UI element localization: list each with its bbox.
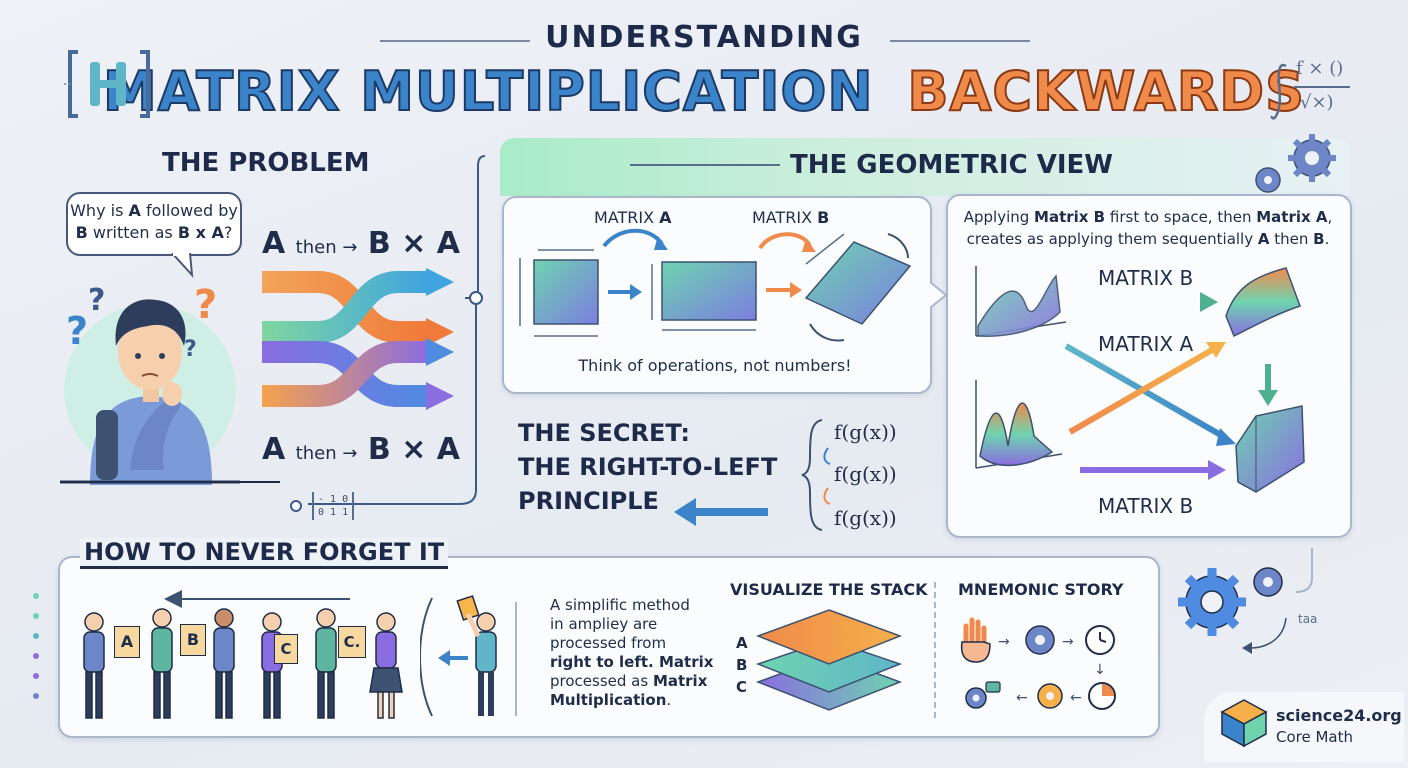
front-person-illustration — [420, 595, 517, 717]
queue-card-a: A — [114, 626, 140, 658]
page-title: MATRIX MULTIPLICATION BACKWARDS — [0, 59, 1408, 124]
geometric-right-panel — [946, 194, 1352, 538]
equation-bottom: A then → B × A — [262, 432, 460, 467]
problem-heading: THE PROBLEM — [162, 148, 370, 178]
composition-line-3: f(g(x)) — [834, 506, 897, 530]
brand-subtitle: Core Math — [1276, 728, 1354, 746]
stack-label-a: A — [736, 634, 748, 652]
bubble-tail — [171, 253, 194, 278]
geometric-header-band — [500, 138, 1350, 196]
header-rule-left — [380, 40, 530, 42]
svg-text:←: ← — [1016, 690, 1028, 706]
stack-heading: VISUALIZE THE STACK — [730, 580, 928, 599]
panel-chevron — [929, 281, 948, 309]
flow-label-matrix-b-top: MATRIX B — [1098, 266, 1194, 290]
geometric-right-text: Applying Matrix B first to space, then M… — [963, 208, 1333, 248]
geometric-heading: THE GEOMETRIC VIEW — [790, 150, 1113, 180]
matrix-a-label: MATRIX A — [594, 208, 672, 227]
queue-arrow — [164, 590, 350, 608]
stack-divider — [934, 582, 936, 718]
corner-formula: f × () √×) — [1270, 54, 1360, 124]
left-arrow-icon — [674, 498, 768, 526]
secret-heading: THE SECRET: THE RIGHT-TO-LEFT PRINCIPLE — [518, 419, 778, 515]
queue-card-b: B — [180, 624, 206, 656]
sparkle-dots — [33, 593, 39, 699]
hand-icon — [960, 617, 991, 663]
matrix-b-label: MATRIX B — [752, 208, 830, 227]
gears-icon — [1255, 134, 1336, 193]
svg-text:?: ? — [184, 337, 197, 362]
cube-logo-icon — [1220, 699, 1268, 748]
matrix-bracket-icon — [64, 50, 150, 118]
tiny-caption: taa — [1298, 612, 1318, 626]
header-subtitle: UNDERSTANDING — [545, 20, 863, 55]
crossing-arrows-illustration — [262, 268, 454, 410]
title-accent: BACKWARDS — [906, 59, 1306, 124]
surface-flow-illustration — [975, 266, 1305, 493]
question-bubble: Why is A followed by B written as B x A? — [66, 192, 242, 256]
flow-label-matrix-b-bottom: MATRIX B — [1098, 494, 1194, 518]
queue-card-c-dot: C. — [338, 626, 366, 658]
geometric-rule-left — [630, 164, 780, 166]
large-gears-icon — [1178, 548, 1313, 654]
stack-label-c: C — [736, 678, 748, 696]
composition-brace — [801, 419, 831, 531]
layer-stack-illustration — [755, 609, 903, 711]
stack-label-b: B — [736, 656, 748, 674]
flow-label-matrix-a: MATRIX A — [1098, 332, 1194, 356]
people-queue-illustration — [83, 608, 403, 719]
mini-matrix: - 1 0 0 1 1 — [312, 492, 355, 520]
svg-text:↓: ↓ — [1094, 662, 1106, 678]
never-forget-heading: HOW TO NEVER FORGET IT — [80, 538, 449, 569]
composition-line-1: f(g(x)) — [834, 420, 897, 444]
transform-sequence-illustration — [519, 228, 912, 342]
brand-name: science24.org — [1276, 706, 1402, 725]
equation-top: A then → B × A — [262, 226, 460, 261]
svg-text:→: → — [998, 634, 1010, 650]
svg-text:←: ← — [1070, 690, 1082, 706]
connector-lines — [60, 155, 486, 512]
method-text: A simplific method in ampliey are proces… — [550, 596, 714, 709]
confused-person-illustration: ? ? ? ? — [60, 282, 240, 485]
svg-text:?: ? — [88, 283, 105, 318]
corner-formula-bottom: √×) — [1300, 92, 1334, 113]
mnemonic-heading: MNEMONIC STORY — [958, 580, 1124, 599]
title-main: MATRIX MULTIPLICATION — [102, 59, 874, 124]
svg-text:→: → — [1062, 634, 1074, 650]
corner-formula-top: f × () — [1296, 58, 1344, 79]
header-rule-right — [890, 40, 1030, 42]
queue-card-c: C — [274, 634, 298, 664]
integral-icon — [1270, 63, 1287, 120]
mnemonic-flow-illustration: → → ↓ ← ← — [960, 617, 1116, 710]
svg-text:?: ? — [66, 309, 88, 353]
geometric-caption: Think of operations, not numbers! — [578, 356, 852, 375]
composition-line-2: f(g(x)) — [834, 462, 897, 486]
svg-text:?: ? — [194, 282, 217, 328]
